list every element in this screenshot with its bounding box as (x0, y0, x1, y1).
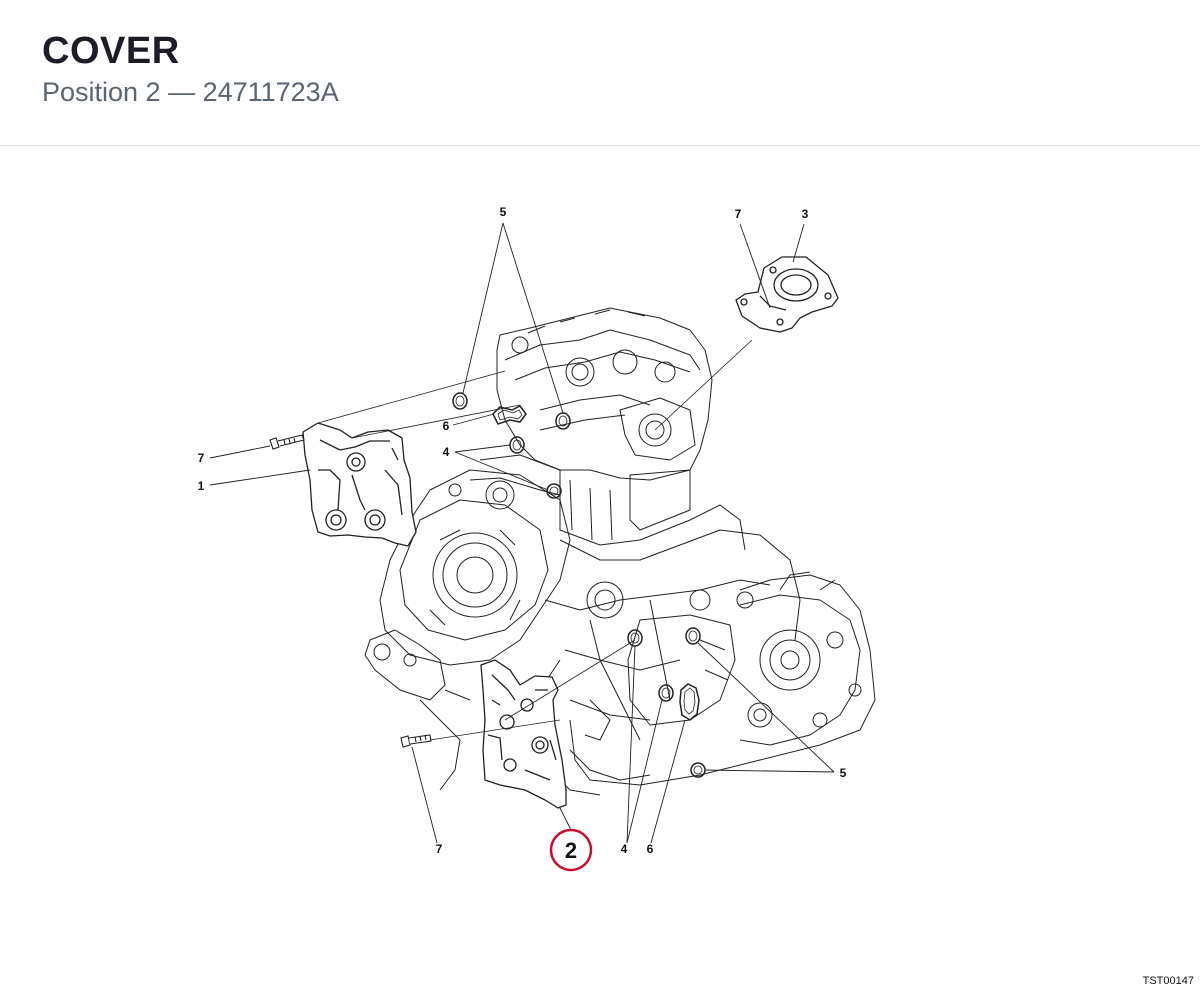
leader-lines (209, 222, 835, 844)
callout-1-left: 1 (198, 479, 205, 493)
callout-7-top: 7 (735, 207, 742, 221)
highlight-number: 2 (565, 838, 577, 863)
o-ring-5-top-b (555, 412, 571, 430)
callout-5-right: 5 (840, 766, 847, 780)
callout-6-left: 6 (443, 419, 450, 433)
document-code: TST00147 (1142, 975, 1194, 987)
o-ring-4-top-b (546, 483, 562, 499)
callout-5-top: 5 (500, 205, 507, 219)
callout-4-left: 4 (443, 445, 450, 459)
page-subtitle: Position 2 — 24711723A (42, 77, 339, 107)
o-ring-4-bottom-b (658, 684, 674, 702)
callout-6-bottom: 6 (647, 842, 654, 856)
screw-bottom-left (400, 734, 432, 748)
part-3-intake-flange (735, 256, 839, 333)
page-title: COVER (42, 30, 180, 72)
callout-7-bottom: 7 (436, 842, 443, 856)
callout-4-bottom: 4 (621, 842, 628, 856)
gasket-6-bottom (679, 683, 700, 721)
highlight-ring (549, 828, 593, 872)
callout-labels: 5 7 3 6 4 7 1 5 7 4 6 (198, 205, 847, 856)
callout-3-top: 3 (802, 207, 809, 221)
o-ring-5-top-a (452, 392, 468, 410)
part-2-lower-cover (480, 659, 567, 809)
callout-7-left: 7 (198, 451, 205, 465)
engine-block-drawing (364, 307, 876, 796)
page-header: COVER Position 2 — 24711723A (0, 0, 1200, 146)
part-1-upper-cover (302, 422, 417, 547)
highlighted-part-callout[interactable]: 2 (549, 828, 593, 872)
assembly-lines (317, 339, 753, 741)
exploded-parts-diagram: 5 7 3 6 4 7 1 5 7 4 6 2 (0, 146, 1200, 991)
o-ring-5-bottom-a (685, 627, 701, 645)
screw-top-left (269, 434, 305, 450)
